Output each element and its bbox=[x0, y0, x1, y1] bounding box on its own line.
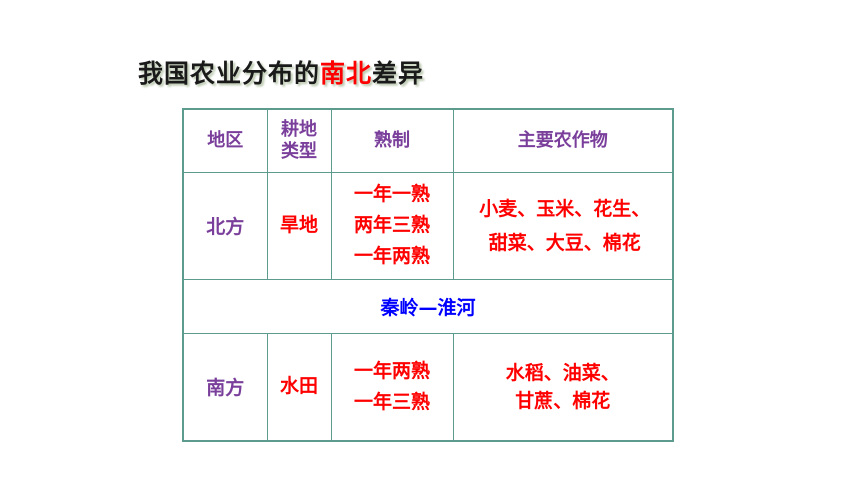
qinling-huaihe-divider: 秦岭—淮河 bbox=[182, 278, 674, 334]
north-crops: 小麦、玉米、花生、 甜菜、大豆、棉花 bbox=[452, 171, 674, 280]
title-highlight: 南北 bbox=[320, 59, 373, 88]
header-land-type-line1: 耕地 bbox=[281, 118, 317, 140]
south-cropping-2: 一年三熟 bbox=[353, 390, 430, 413]
south-row: 南方 水田 一年两熟 一年三熟 水稻、油菜、 甘蔗、棉花 bbox=[182, 332, 674, 442]
north-cropping: 一年一熟 两年三熟 一年两熟 bbox=[330, 171, 454, 280]
north-crops-2: 甜菜、大豆、棉花 bbox=[488, 231, 641, 254]
south-cropping: 一年两熟 一年三熟 bbox=[330, 332, 454, 442]
south-crops-1: 水稻、油菜、 bbox=[505, 361, 620, 384]
north-land-type: 旱地 bbox=[266, 171, 332, 280]
page-title: 我国农业分布的南北差异 bbox=[138, 54, 424, 90]
north-row: 北方 旱地 一年一熟 两年三熟 一年两熟 小麦、玉米、花生、 甜菜、大豆、棉花 bbox=[182, 171, 674, 280]
header-region: 地区 bbox=[182, 108, 268, 173]
north-region: 北方 bbox=[182, 171, 268, 280]
header-land-type: 耕地 类型 bbox=[266, 108, 332, 173]
header-land-type-line2: 类型 bbox=[281, 140, 317, 162]
south-crops-2: 甘蔗、棉花 bbox=[515, 389, 611, 412]
south-region: 南方 bbox=[182, 332, 268, 442]
title-suffix: 差异 bbox=[372, 59, 425, 88]
north-crops-1: 小麦、玉米、花生、 bbox=[479, 197, 651, 220]
title-prefix: 我国农业分布的 bbox=[138, 59, 321, 88]
north-cropping-2: 两年三熟 bbox=[353, 214, 430, 236]
north-cropping-1: 一年一熟 bbox=[353, 183, 430, 205]
divider-row: 秦岭—淮河 bbox=[182, 278, 674, 334]
agriculture-comparison-table: 地区 耕地 类型 熟制 主要农作物 北方 旱地 一年一熟 两年三熟 一年两熟 小… bbox=[182, 108, 674, 442]
south-crops: 水稻、油菜、 甘蔗、棉花 bbox=[452, 332, 674, 442]
header-row: 地区 耕地 类型 熟制 主要农作物 bbox=[182, 108, 674, 173]
south-land-type: 水田 bbox=[266, 332, 332, 442]
header-crops: 主要农作物 bbox=[452, 108, 674, 173]
header-cropping: 熟制 bbox=[330, 108, 454, 173]
south-cropping-1: 一年两熟 bbox=[353, 359, 430, 382]
north-cropping-3: 一年两熟 bbox=[353, 245, 430, 267]
